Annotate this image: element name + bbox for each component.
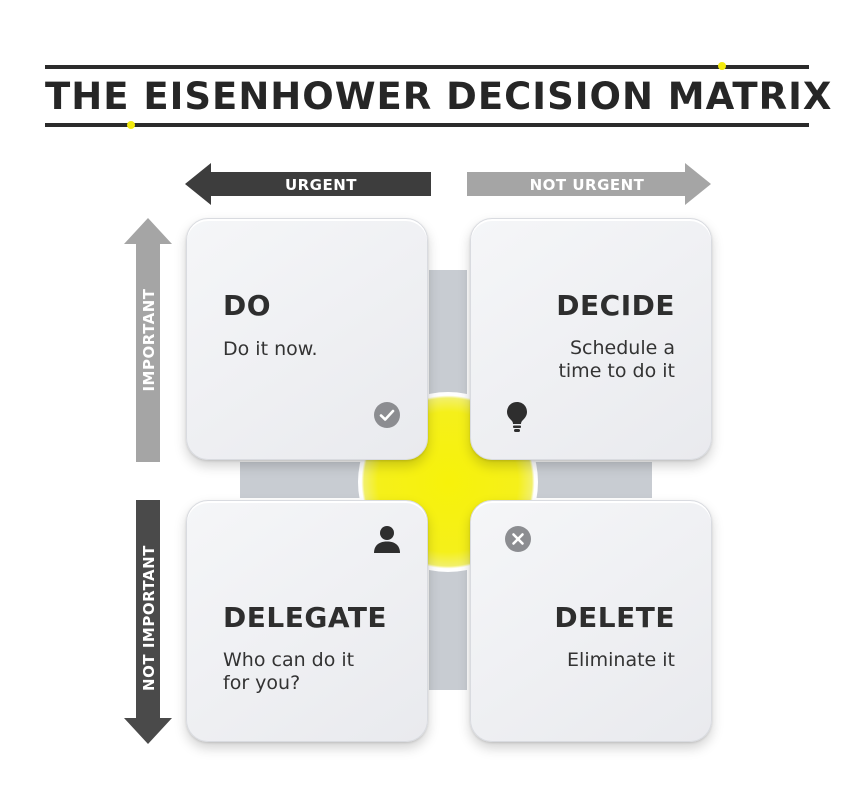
check-circle-icon xyxy=(374,402,400,428)
quadrant-title: DO xyxy=(223,289,272,322)
title-accent-dot-bottom xyxy=(127,121,135,129)
quadrant-description-line: for you? xyxy=(223,672,301,694)
lightbulb-icon xyxy=(507,402,527,432)
important-label: IMPORTANT xyxy=(140,288,158,392)
quadrant-delegate: DELEGATE Who can do it for you? xyxy=(186,500,428,742)
important-arrow xyxy=(124,218,172,462)
quadrant-description: Do it now. xyxy=(223,338,318,360)
quadrant-decide: DECIDE Schedule a time to do it xyxy=(470,218,712,460)
quadrant-description-line: time to do it xyxy=(558,360,675,382)
quadrant-delete: DELETE Eliminate it xyxy=(470,500,712,742)
not-urgent-label: NOT URGENT xyxy=(529,176,645,194)
not-important-label: NOT IMPORTANT xyxy=(140,545,158,691)
quadrant-description: Who can do it for you? xyxy=(223,649,423,695)
not-important-arrow xyxy=(124,500,172,744)
quadrant-description-line: Schedule a xyxy=(570,337,675,359)
quadrant-title: DELEGATE xyxy=(223,601,388,634)
not-urgent-arrow xyxy=(467,163,711,205)
quadrant-do: DO Do it now. xyxy=(186,218,428,460)
page-title: THE EISENHOWER DECISION MATRIX xyxy=(45,75,833,118)
urgent-arrow xyxy=(185,163,431,205)
quadrant-description: Schedule a time to do it xyxy=(475,337,675,383)
urgent-label: URGENT xyxy=(284,176,358,194)
quadrant-description-line: Who can do it xyxy=(223,649,355,671)
x-circle-icon xyxy=(505,526,531,552)
title-accent-dot-top xyxy=(718,62,726,70)
title-bottom-rule xyxy=(45,123,809,127)
quadrant-description: Eliminate it xyxy=(567,649,675,671)
person-icon xyxy=(374,526,400,553)
quadrant-title: DELETE xyxy=(554,601,675,634)
title-top-rule xyxy=(45,65,809,69)
quadrant-title: DECIDE xyxy=(556,289,675,322)
